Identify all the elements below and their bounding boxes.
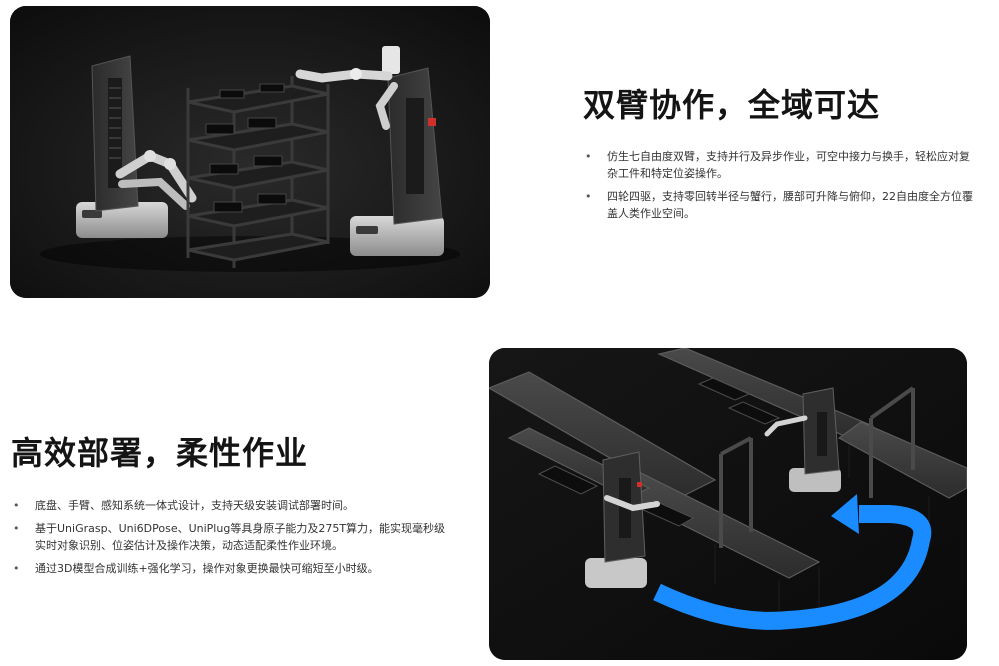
robot-right xyxy=(764,387,841,492)
feature-bullet: 仿生七自由度双臂，支持并行及异步作业，可空中接力与换手，轻松应对复杂工件和特定位… xyxy=(583,148,973,182)
conveyor-illustration xyxy=(489,348,967,660)
section-title-deploy: 高效部署，柔性作业 xyxy=(11,434,309,472)
left-robot xyxy=(76,55,197,238)
section-title-dual-arm: 双臂协作，全域可达 xyxy=(583,86,881,124)
right-robot xyxy=(295,46,444,256)
feature-bullet: 四轮四驱，支持零回转半径与蟹行，腰部可升降与俯仰，22自由度全方位覆盖人类作业空… xyxy=(583,188,973,222)
feature-bullet: 基于UniGrasp、Uni6DPose、UniPlug等具身原子能力及275T… xyxy=(11,520,451,554)
feature-bullet: 底盘、手臂、感知系统一体式设计，支持天级安装调试部署时间。 xyxy=(11,497,451,514)
storage-shelf xyxy=(186,76,330,268)
robots-shelf-image xyxy=(10,6,490,298)
deploy-feature-list: 底盘、手臂、感知系统一体式设计，支持天级安装调试部署时间。 基于UniGrasp… xyxy=(11,497,451,583)
flow-arrow xyxy=(653,494,932,630)
dual-arm-feature-list: 仿生七自由度双臂，支持并行及异步作业，可空中接力与换手，轻松应对复杂工件和特定位… xyxy=(583,148,973,228)
robots-shelf-illustration xyxy=(10,6,490,298)
feature-bullet: 通过3D模型合成训练+强化学习，操作对象更换最快可缩短至小时级。 xyxy=(11,560,451,577)
robot-left xyxy=(585,451,660,588)
conveyor-line-image xyxy=(489,348,967,660)
